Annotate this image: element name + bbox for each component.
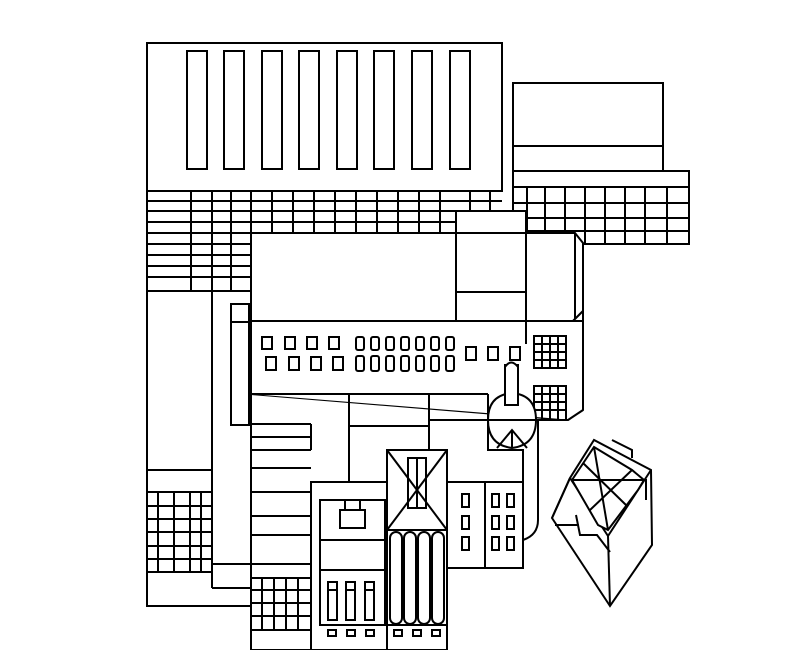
arched-window-building (310, 481, 388, 650)
east-annex (512, 82, 690, 245)
warehouse-north-block (146, 42, 503, 192)
window-grid-east-annex (513, 186, 689, 244)
window-grid-west-lower (147, 491, 212, 572)
domed-silo (486, 361, 538, 450)
roof-skylights (186, 50, 471, 170)
south-west-block (250, 563, 312, 650)
narrow-tower (230, 303, 250, 426)
grid-windows-east-facade (533, 335, 567, 421)
gabled-tower-building (327, 449, 448, 650)
west-wing (146, 190, 252, 607)
facade-windows (261, 336, 521, 372)
detached-pavilion (550, 438, 654, 608)
east-small-buildings (446, 394, 539, 569)
basement-windows (327, 629, 441, 637)
